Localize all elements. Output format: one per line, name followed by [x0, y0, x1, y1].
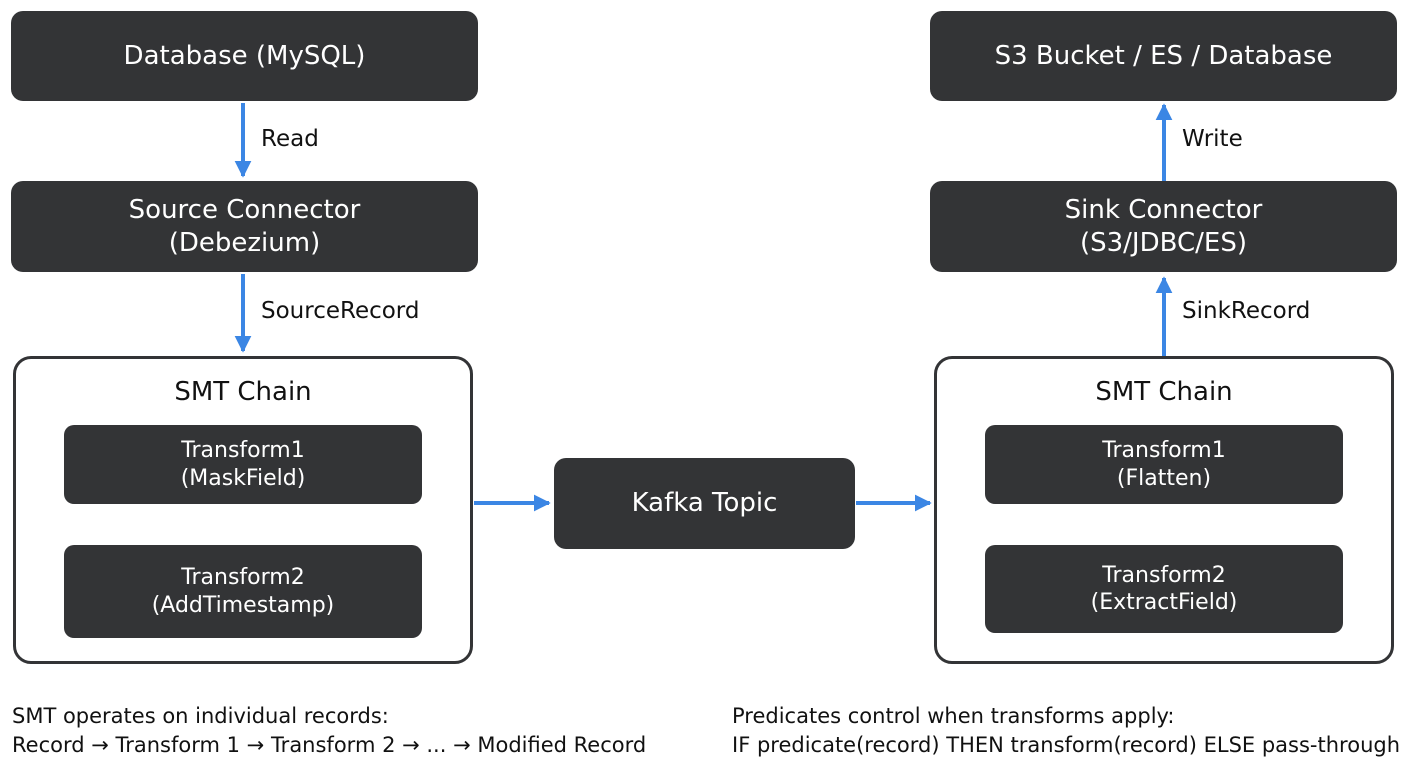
sink-smt-chain-title: SMT Chain: [1095, 377, 1233, 407]
source-transform1-node: Transform1 (MaskField): [64, 425, 422, 504]
read-label: Read: [261, 126, 319, 152]
source-transform1-name: Transform1: [181, 438, 305, 463]
left-note: SMT operates on individual records: Reco…: [12, 702, 646, 760]
right-note-line2: IF predicate(record) THEN transform(reco…: [732, 733, 1401, 757]
source-connector-node: Source Connector (Debezium): [11, 181, 478, 272]
sink-transform1-type: (Flatten): [1116, 465, 1212, 491]
sink-connector-name: Sink Connector: [1064, 195, 1263, 225]
right-note-line1: Predicates control when transforms apply…: [732, 704, 1175, 728]
kafka-topic-label: Kafka Topic: [631, 488, 778, 519]
source-connector-impl: (Debezium): [168, 227, 321, 258]
sink-transform2-node: Transform2 (ExtractField): [985, 545, 1343, 633]
source-transform2-node: Transform2 (AddTimestamp): [64, 545, 422, 638]
source-transform1-type: (MaskField): [180, 465, 306, 491]
write-label: Write: [1182, 126, 1243, 152]
destination-label: S3 Bucket / ES / Database: [994, 40, 1333, 71]
sink-connector-node: Sink Connector (S3/JDBC/ES): [930, 181, 1397, 272]
source-connector-name: Source Connector: [128, 195, 361, 225]
sink-record-label: SinkRecord: [1182, 298, 1311, 324]
sink-transform1-name: Transform1: [1102, 438, 1226, 463]
sink-transform1-node: Transform1 (Flatten): [985, 425, 1343, 504]
source-record-label: SourceRecord: [261, 298, 420, 324]
sink-transform2-name: Transform2: [1102, 562, 1226, 588]
left-note-line2: Record → Transform 1 → Transform 2 → ...…: [12, 733, 647, 757]
database-label: Database (MySQL): [123, 40, 366, 71]
source-transform2-type: (AddTimestamp): [151, 592, 335, 618]
destination-node: S3 Bucket / ES / Database: [930, 11, 1397, 101]
sink-transform2-type: (ExtractField): [1090, 590, 1238, 615]
source-transform2-name: Transform2: [181, 565, 305, 590]
right-note: Predicates control when transforms apply…: [732, 702, 1400, 760]
sink-connector-impl: (S3/JDBC/ES): [1079, 227, 1247, 258]
kafka-topic-node: Kafka Topic: [554, 458, 855, 549]
source-smt-chain-title: SMT Chain: [174, 377, 312, 407]
left-note-line1: SMT operates on individual records:: [12, 704, 389, 728]
database-node: Database (MySQL): [11, 11, 478, 101]
